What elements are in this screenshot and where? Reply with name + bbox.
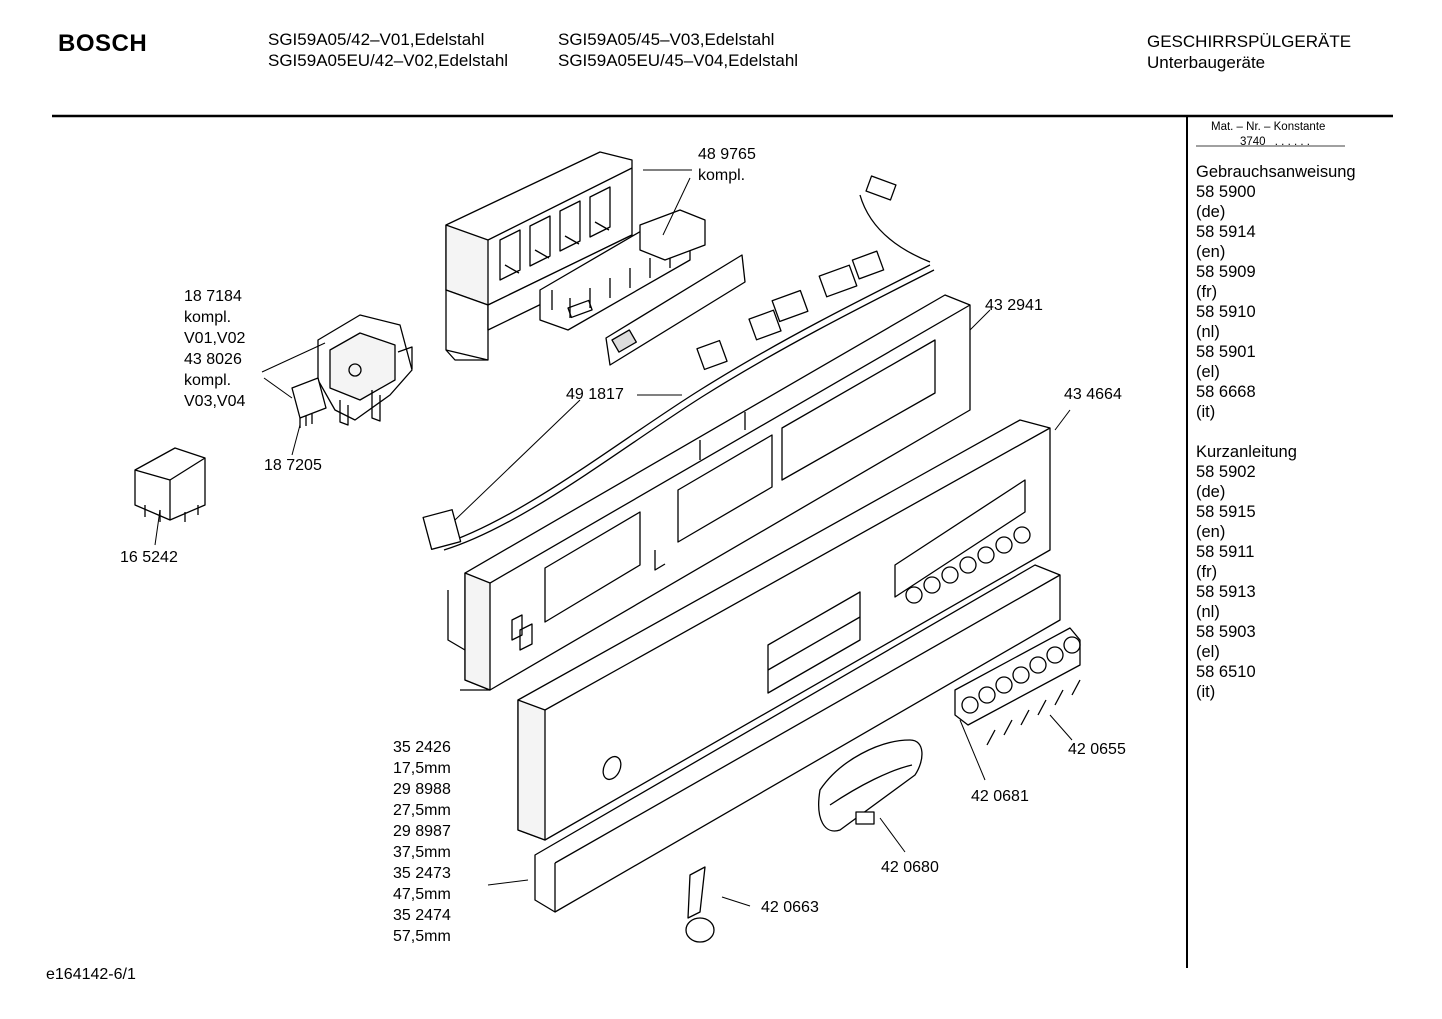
short-guide-number: 58 5902 (1196, 463, 1256, 481)
manual-language: (nl) (1196, 323, 1220, 341)
manual-language: (el) (1196, 363, 1220, 381)
part-number: 35 2426 (393, 739, 451, 756)
mat-number-value: 3740 (1240, 136, 1266, 148)
short-guide-number: 58 5911 (1196, 543, 1255, 561)
part-label-187184: 18 7184 kompl. V01,V02 43 8026 kompl. V0… (184, 286, 245, 412)
part-label-420663: 42 0663 (761, 899, 819, 916)
main-switch-drawing (291, 314, 413, 428)
part-size: 27,5mm (393, 802, 451, 819)
leader-lines (154, 169, 1073, 907)
short-guide-number: 58 5903 (1196, 623, 1256, 641)
part-number: 29 8988 (393, 781, 451, 798)
part-size: 17,5mm (393, 760, 451, 777)
drawing-id: e164142-6/1 (46, 966, 136, 983)
manual-number: 58 5901 (1196, 343, 1256, 361)
part-note: kompl. (184, 372, 232, 389)
cable-harness-drawing (422, 175, 935, 551)
part-label-432941: 43 2941 (985, 297, 1043, 314)
part-note: kompl. (184, 309, 232, 326)
button-strip-drawing (954, 627, 1081, 746)
manual-number: 58 6668 (1196, 383, 1256, 401)
model-v01: SGI59A05/42–V01,Edelstahl (268, 30, 485, 49)
part-label-420680: 42 0680 (881, 859, 939, 876)
model-list-left: SGI59A05/42–V01,Edelstahl SGI59A05EU/42–… (268, 29, 508, 71)
model-list-right: SGI59A05/45–V03,Edelstahl SGI59A05EU/45–… (558, 29, 798, 71)
model-v02: SGI59A05EU/42–V02,Edelstahl (268, 51, 509, 70)
short-guide-number: 58 6510 (1196, 663, 1256, 681)
part-number: 48 9765 (698, 146, 756, 163)
sidebar-manuals: Gebrauchsanweisung 58 5900 (de) 58 5914 … (1196, 162, 1356, 702)
part-label-434664: 43 4664 (1064, 386, 1122, 403)
manual-number: 58 5910 (1196, 303, 1256, 321)
electronic-module-drawing (445, 151, 746, 366)
manual-language: (it) (1196, 403, 1216, 421)
part-number: 35 2474 (393, 907, 451, 924)
front-panel-drawing (517, 419, 1051, 841)
manual-language: (fr) (1196, 283, 1218, 301)
door-handle-drawing (818, 739, 923, 832)
mat-number-row: 3740 . . . . . . (1240, 135, 1310, 149)
part-size: 47,5mm (393, 886, 451, 903)
trim-strip-drawing (534, 564, 1061, 913)
part-variant: V03,V04 (184, 393, 246, 410)
lever-drawing (685, 866, 715, 943)
part-label-420681: 42 0681 (971, 788, 1029, 805)
model-v04: SGI59A05EU/45–V04,Edelstahl (558, 51, 799, 70)
part-label-165242: 16 5242 (120, 549, 178, 566)
category-block: GESCHIRRSPÜLGERÄTE Unterbaugeräte (1147, 31, 1351, 73)
brand-logo: BOSCH (58, 30, 148, 57)
model-v03: SGI59A05/45–V03,Edelstahl (558, 30, 775, 49)
short-guide-language: (it) (1196, 683, 1216, 701)
short-guide-language: (de) (1196, 483, 1226, 501)
part-label-420655: 42 0655 (1068, 741, 1126, 758)
short-guide-language: (nl) (1196, 603, 1220, 621)
subcategory-title: Unterbaugeräte (1147, 53, 1266, 72)
part-number: 43 8026 (184, 351, 242, 368)
part-note: kompl. (698, 167, 746, 184)
manual-number: 58 5914 (1196, 223, 1256, 241)
manual-number: 58 5909 (1196, 263, 1256, 281)
panel-carrier-drawing (447, 294, 971, 691)
short-guide-language: (fr) (1196, 563, 1218, 581)
part-variant: V01,V02 (184, 330, 246, 347)
part-label-187205: 18 7205 (264, 457, 322, 474)
part-size: 37,5mm (393, 844, 451, 861)
part-label-352426: 35 2426 17,5mm 29 8988 27,5mm 29 8987 37… (393, 737, 451, 947)
manual-language: (de) (1196, 203, 1226, 221)
short-guide-title: Kurzanleitung (1196, 443, 1297, 461)
part-number: 29 8987 (393, 823, 451, 840)
relay-drawing (134, 447, 206, 522)
manual-number: 58 5900 (1196, 183, 1256, 201)
part-number: 35 2473 (393, 865, 451, 882)
mat-number-dots: . . . . . . (1274, 136, 1310, 148)
part-label-489765: 48 9765 kompl. (698, 144, 756, 186)
manuals-title: Gebrauchsanweisung (1196, 163, 1356, 181)
part-number: 18 7184 (184, 288, 242, 305)
category-title: GESCHIRRSPÜLGERÄTE (1147, 32, 1352, 51)
mat-number-label: Mat. – Nr. – Konstante (1211, 121, 1326, 133)
manual-language: (en) (1196, 243, 1226, 261)
part-size: 57,5mm (393, 928, 451, 945)
short-guide-number: 58 5915 (1196, 503, 1256, 521)
short-guide-language: (en) (1196, 523, 1226, 541)
short-guide-language: (el) (1196, 643, 1220, 661)
short-guide-number: 58 5913 (1196, 583, 1256, 601)
part-label-491817: 49 1817 (566, 386, 624, 403)
